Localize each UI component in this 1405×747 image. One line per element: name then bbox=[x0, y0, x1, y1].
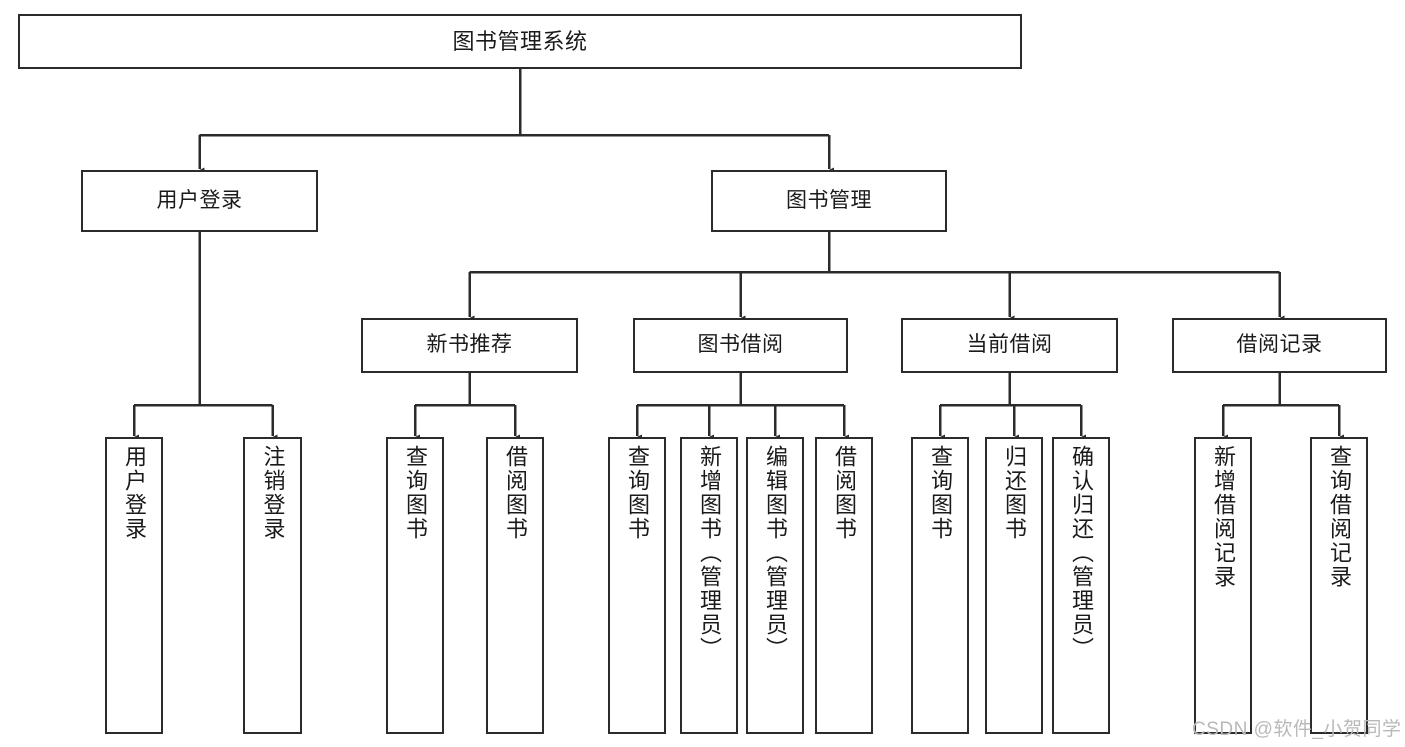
node-label-newbook: 新书推荐 bbox=[426, 333, 513, 357]
node-label-b_lend: 借阅图书 bbox=[832, 445, 857, 541]
node-c_query[interactable]: 查询图书 bbox=[911, 437, 969, 734]
node-label-n_borrow: 借阅图书 bbox=[503, 445, 528, 541]
node-login[interactable]: 用户登录 bbox=[81, 170, 318, 232]
node-label-l_logout: 注销登录 bbox=[260, 445, 286, 541]
node-bookmgmt[interactable]: 图书管理 bbox=[711, 170, 947, 232]
node-label-c_confirm: 确认归还（管理员） bbox=[1069, 445, 1094, 661]
node-b_lend[interactable]: 借阅图书 bbox=[815, 437, 873, 734]
node-label-b_edit: 编辑图书（管理员） bbox=[763, 445, 788, 661]
node-b_add[interactable]: 新增图书（管理员） bbox=[680, 437, 738, 734]
node-n_query[interactable]: 查询图书 bbox=[386, 437, 444, 734]
watermark-credit: CSDN @软件_小贺同学 bbox=[1192, 719, 1402, 740]
node-l_logout[interactable]: 注销登录 bbox=[243, 437, 302, 734]
node-records[interactable]: 借阅记录 bbox=[1172, 318, 1387, 373]
node-borrow[interactable]: 图书借阅 bbox=[633, 318, 848, 373]
tree-connectors bbox=[128, 69, 1344, 446]
node-n_borrow[interactable]: 借阅图书 bbox=[486, 437, 544, 734]
node-r_add[interactable]: 新增借阅记录 bbox=[1194, 437, 1252, 734]
node-c_confirm[interactable]: 确认归还（管理员） bbox=[1052, 437, 1110, 734]
node-label-root: 图书管理系统 bbox=[452, 28, 588, 54]
node-current[interactable]: 当前借阅 bbox=[901, 318, 1118, 373]
node-label-b_add: 新增图书（管理员） bbox=[697, 445, 722, 661]
node-label-n_query: 查询图书 bbox=[403, 445, 428, 541]
node-label-c_return: 归还图书 bbox=[1002, 445, 1027, 541]
node-label-login: 用户登录 bbox=[156, 188, 243, 212]
node-label-bookmgmt: 图书管理 bbox=[786, 188, 872, 212]
node-b_edit[interactable]: 编辑图书（管理员） bbox=[746, 437, 804, 734]
node-label-records: 借阅记录 bbox=[1236, 333, 1323, 357]
node-c_return[interactable]: 归还图书 bbox=[985, 437, 1043, 734]
node-label-borrow: 图书借阅 bbox=[697, 333, 784, 357]
node-label-l_login: 用户登录 bbox=[122, 445, 147, 541]
node-label-b_query: 查询图书 bbox=[625, 445, 650, 541]
node-r_query[interactable]: 查询借阅记录 bbox=[1310, 437, 1368, 734]
node-label-current: 当前借阅 bbox=[966, 333, 1053, 357]
node-label-c_query: 查询图书 bbox=[928, 445, 953, 541]
node-label-r_add: 新增借阅记录 bbox=[1211, 445, 1236, 589]
node-newbook[interactable]: 新书推荐 bbox=[361, 318, 578, 373]
node-b_query[interactable]: 查询图书 bbox=[608, 437, 666, 734]
node-root[interactable]: 图书管理系统 bbox=[18, 14, 1022, 69]
node-l_login[interactable]: 用户登录 bbox=[105, 437, 163, 734]
node-label-r_query: 查询借阅记录 bbox=[1327, 445, 1352, 589]
